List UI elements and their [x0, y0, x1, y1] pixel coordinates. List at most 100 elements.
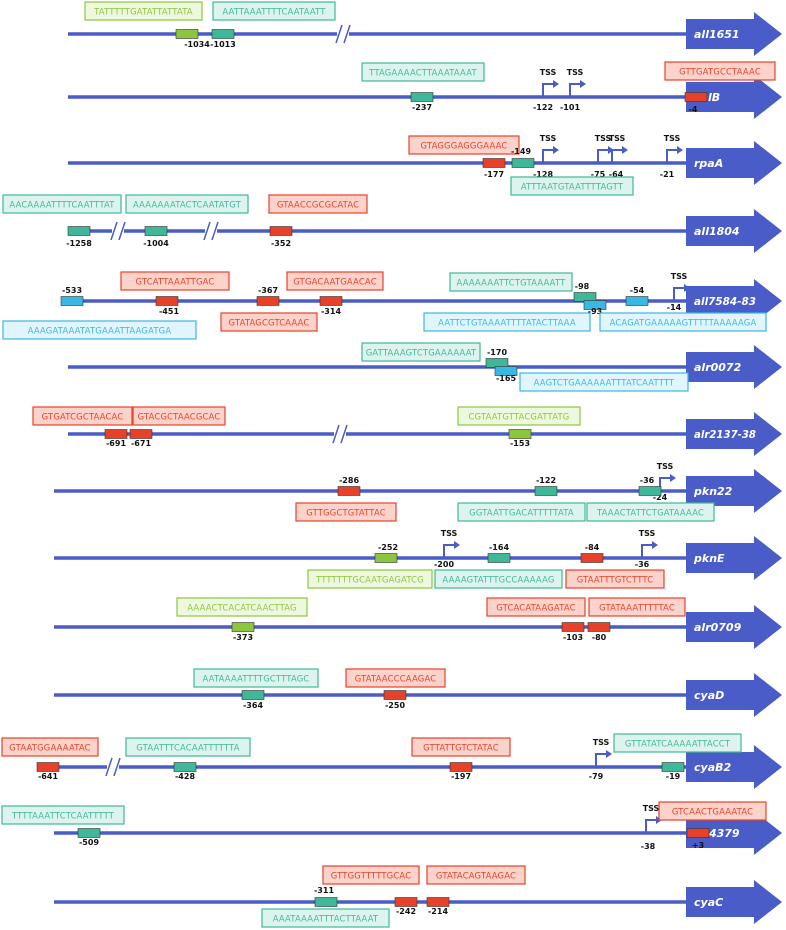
axis-break-mark — [110, 221, 118, 241]
gene-name-label: alr0072 — [694, 361, 742, 374]
binding-site-position: -509 — [79, 838, 99, 847]
tss-label: TSS — [540, 68, 557, 77]
sequence-box — [361, 62, 485, 82]
sequence-label: GTAGGGAGGGAAAC — [421, 141, 508, 151]
sequence-label: GTATACAGTAAGAC — [436, 871, 516, 881]
axis-break-gap — [205, 227, 217, 235]
sequence-box — [423, 312, 591, 332]
binding-site-position: -1258 — [66, 239, 92, 248]
sequence-box — [268, 194, 368, 214]
tss-position-label: -75 — [591, 170, 606, 179]
tss-position-label: -64 — [609, 170, 624, 179]
tss-position-label: -200 — [434, 560, 454, 569]
binding-site-lime — [508, 429, 532, 439]
binding-site-red — [684, 92, 708, 102]
binding-site-red — [587, 622, 611, 632]
gene-name-label: pknE — [693, 552, 725, 565]
sequence-box — [613, 733, 742, 753]
sequence-label: ATTTAATGTAATTTTAGTT — [521, 182, 624, 192]
sequence-box — [411, 737, 511, 757]
gene-name-label: all7584-83 — [694, 295, 756, 308]
gene-arrow — [686, 811, 782, 855]
sequence-label: GTTGATGCCTAAAC — [679, 67, 761, 77]
sequence-box — [565, 569, 665, 589]
tss-position-label: -38 — [641, 842, 656, 851]
axis-break-gap — [112, 227, 124, 235]
gene-arrow — [686, 279, 782, 323]
axis-break-mark — [211, 221, 219, 241]
sequence-box — [2, 320, 197, 340]
sequence-label: GTAATGGAAAATAC — [9, 743, 90, 753]
sequence-box — [212, 1, 336, 21]
sequence-box — [286, 271, 384, 291]
binding-site-teal — [661, 762, 685, 772]
sequence-box — [486, 597, 586, 617]
binding-site-position: +3 — [692, 841, 704, 850]
sequence-label: AAAAGTATTTGCCAAAAAG — [442, 575, 554, 585]
sequence-label: TTAGAAAACTTAAATAAAT — [368, 68, 477, 78]
binding-site-red — [337, 486, 361, 496]
sequence-label: AAAAAAATACTCAATATGT — [133, 200, 242, 210]
binding-site-teal — [573, 292, 597, 302]
binding-site-red — [383, 690, 407, 700]
sequence-label: AATTAAATTTTCAATAATT — [222, 7, 326, 17]
gene-arrow — [686, 469, 782, 513]
sequence-label: GTGACAATGAACAC — [293, 277, 377, 287]
tss-arrow — [595, 753, 607, 766]
sequence-box — [457, 406, 581, 426]
tss-arrowhead — [670, 474, 676, 482]
binding-site-position: -214 — [428, 907, 448, 916]
binding-site-lime — [374, 553, 398, 563]
sequence-label: AAATAAAATTTACTTAAAT — [273, 914, 379, 924]
tss-position-label: -24 — [653, 493, 668, 502]
tss-arrowhead — [580, 80, 586, 88]
binding-site-position: -250 — [385, 701, 405, 710]
binding-site-teal — [77, 828, 101, 838]
sequence-label: CGTAATGTTACGATTATG — [469, 412, 570, 422]
sequence-label: GTACGCTAACGCAC — [138, 412, 221, 422]
axis-break-gap — [337, 30, 349, 38]
binding-site-position: -533 — [62, 286, 82, 295]
axis-break-mark — [340, 424, 348, 444]
sequence-box — [408, 135, 520, 155]
binding-site-position: -242 — [396, 907, 416, 916]
axis-break-mark — [118, 221, 126, 241]
sequence-label: TATTTTTGATATTATTATA — [93, 7, 193, 17]
binding-site-teal — [67, 226, 91, 236]
binding-site-red — [36, 762, 60, 772]
tss-label: TSS — [671, 272, 688, 281]
binding-site-position: -54 — [630, 286, 645, 295]
axis-break-mark — [335, 24, 343, 44]
sequence-box — [586, 502, 715, 522]
binding-site-position: -364 — [243, 701, 263, 710]
gene-arrow — [686, 75, 782, 119]
gene-arrow — [686, 605, 782, 649]
binding-site-position: -1034 — [184, 40, 210, 49]
sequence-label: GTTATATCAAAAATTACCT — [625, 739, 731, 749]
gene-name-label: all1804 — [694, 225, 740, 238]
sequence-label: ACAGATGAAAAAGTTTTTAAAAAGA — [610, 318, 757, 328]
gene-arrow — [686, 673, 782, 717]
sequence-label: GTTGGCTGTATTAC — [306, 508, 386, 518]
binding-site-position: -237 — [412, 103, 432, 112]
binding-site-red — [129, 429, 153, 439]
sequence-label: GTAATTTCACAATTTTTTA — [136, 743, 239, 753]
binding-site-teal — [211, 29, 235, 39]
sequence-box — [519, 372, 689, 392]
sequence-label: GTATAGCGTCAAAC — [229, 318, 310, 328]
gene-name-label: alr2137-38 — [694, 428, 756, 441]
tss-label: TSS — [595, 134, 612, 143]
binding-site-red — [394, 897, 418, 907]
binding-site-teal — [487, 553, 511, 563]
tss-arrowhead — [553, 146, 559, 154]
sequence-box — [193, 668, 319, 688]
sequence-label: AATTCTGTAAAATTTTATACTTAAA — [438, 318, 576, 328]
sequence-box — [307, 569, 433, 589]
sequence-label: AATAAAATTTTGCTTTAGC — [203, 674, 310, 684]
gene-arrow — [686, 880, 782, 924]
sequence-box — [322, 865, 420, 885]
axis-break-mark — [203, 221, 211, 241]
gene-arrow — [686, 412, 782, 456]
axis-break-mark — [113, 757, 121, 777]
sequence-box — [120, 271, 230, 291]
